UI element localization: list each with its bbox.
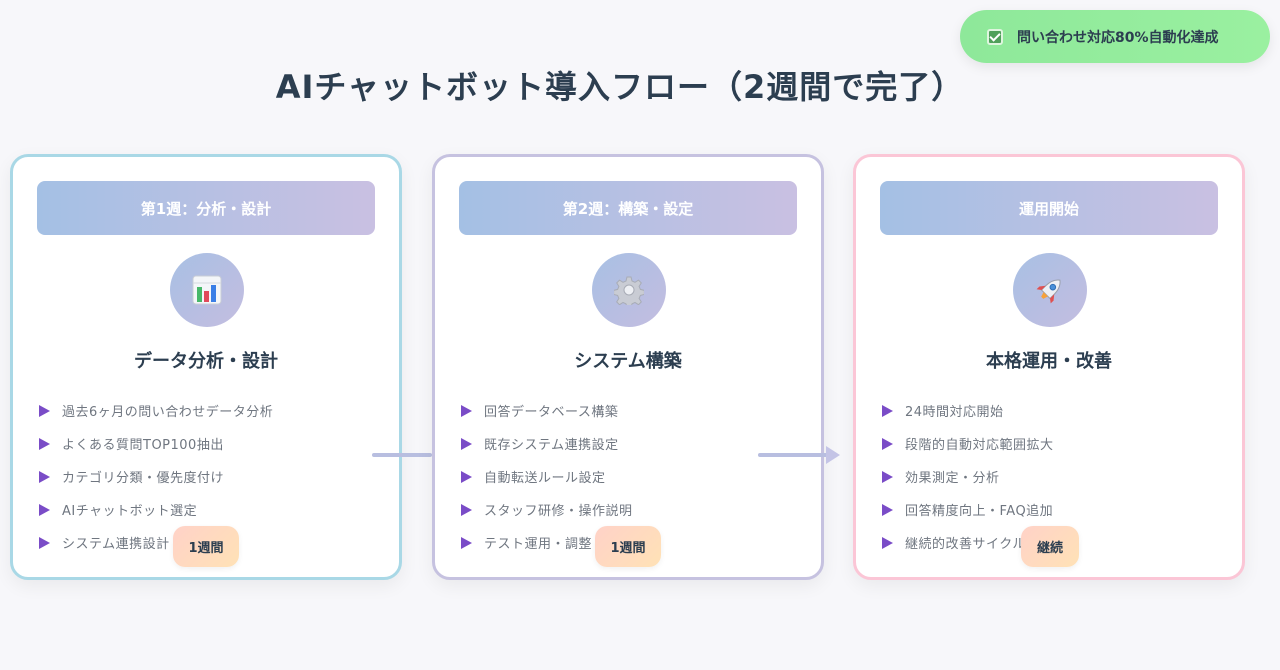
list-item: テスト運用・調整 [461,526,633,559]
bullet-triangle-icon [39,503,50,516]
achievement-badge-text: 問い合わせ対応80%自動化達成 [1017,29,1219,46]
list-item: スタッフ研修・操作説明 [461,493,633,526]
gear-icon [614,276,644,305]
flow-connector [372,453,432,457]
list-item-text: よくある質問TOP100抽出 [62,438,224,453]
bullet-triangle-icon [461,437,472,450]
step-card-launch: 運用開始 本格運用・改善 24時間対応開始 段階的自動対応範囲拡大 効果測定・分… [853,154,1245,580]
list-item: 効果測定・分析 [882,460,1054,493]
step-card-week2: 第2週：構築・設定 システム構築 回答データベース構築 既存システム連携設定 自… [432,154,824,580]
list-item: システム連携設計 [39,526,273,559]
list-item-text: 回答データベース構築 [484,405,619,420]
list-item-text: 自動転送ルール設定 [484,471,606,486]
list-item: 回答データベース構築 [461,394,633,427]
list-item: 自動転送ルール設定 [461,460,633,493]
list-item-text: 継続的改善サイクル [905,537,1026,552]
bullet-triangle-icon [461,404,472,417]
step-icon-circle [1013,253,1087,327]
list-item: 段階的自動対応範囲拡大 [882,427,1054,460]
duration-badge: 継続 [1021,526,1079,567]
rocket-icon [1036,279,1061,304]
list-item-text: テスト運用・調整 [484,537,593,552]
list-item-text: AIチャットボット選定 [62,504,198,519]
list-item: 継続的改善サイクル [882,526,1054,559]
step-card-week1: 第1週：分析・設計 データ分析・設計 過去6ヶ月の問い合わせデータ分析 よくある… [10,154,402,580]
list-item-text: システム連携設計 [62,537,170,552]
list-item: 過去6ヶ月の問い合わせデータ分析 [39,394,273,427]
list-item: 24時間対応開始 [882,394,1054,427]
check-icon [987,28,1003,45]
list-item: 回答精度向上・FAQ追加 [882,493,1054,526]
bullet-triangle-icon [882,404,893,417]
list-item: よくある質問TOP100抽出 [39,427,273,460]
list-item: カテゴリ分類・優先度付け [39,460,273,493]
bullet-triangle-icon [39,404,50,417]
step-card-title: システム構築 [574,351,682,372]
bullet-triangle-icon [461,470,472,483]
list-item-text: カテゴリ分類・優先度付け [62,471,225,486]
list-item-text: 過去6ヶ月の問い合わせデータ分析 [62,405,274,420]
step-task-list: 回答データベース構築 既存システム連携設定 自動転送ルール設定 スタッフ研修・操… [461,394,633,559]
bullet-triangle-icon [39,437,50,450]
bullet-triangle-icon [882,470,893,483]
list-item-text: 回答精度向上・FAQ追加 [905,504,1054,519]
duration-badge: 1週間 [173,526,239,567]
list-item-text: 24時間対応開始 [905,405,1004,420]
step-card-header: 第2週：構築・設定 [459,181,797,235]
list-item-text: 既存システム連携設定 [484,438,619,453]
bullet-triangle-icon [461,503,472,516]
step-card-header: 運用開始 [880,181,1218,235]
bullet-triangle-icon [882,536,893,549]
bullet-triangle-icon [39,536,50,549]
step-card-header: 第1週：分析・設計 [37,181,375,235]
bullet-triangle-icon [882,437,893,450]
bullet-triangle-icon [882,503,893,516]
step-card-title: データ分析・設計 [134,351,278,372]
list-item-text: 効果測定・分析 [905,471,1000,486]
step-icon-circle [170,253,244,327]
list-item-text: 段階的自動対応範囲拡大 [905,438,1054,453]
step-icon-circle [592,253,666,327]
duration-badge: 1週間 [595,526,661,567]
step-task-list: 過去6ヶ月の問い合わせデータ分析 よくある質問TOP100抽出 カテゴリ分類・優… [39,394,273,559]
bullet-triangle-icon [39,470,50,483]
bar-chart-icon [192,275,222,305]
list-item: 既存システム連携設定 [461,427,633,460]
page-title: AIチャットボット導入フロー（2週間で完了） [275,68,965,106]
list-item: AIチャットボット選定 [39,493,273,526]
step-task-list: 24時間対応開始 段階的自動対応範囲拡大 効果測定・分析 回答精度向上・FAQ追… [882,394,1054,559]
achievement-badge: 問い合わせ対応80%自動化達成 [960,10,1270,63]
flow-connector [758,453,828,457]
list-item-text: スタッフ研修・操作説明 [484,504,633,519]
step-card-title: 本格運用・改善 [986,351,1112,372]
arrow-right-icon [826,446,840,464]
bullet-triangle-icon [461,536,472,549]
